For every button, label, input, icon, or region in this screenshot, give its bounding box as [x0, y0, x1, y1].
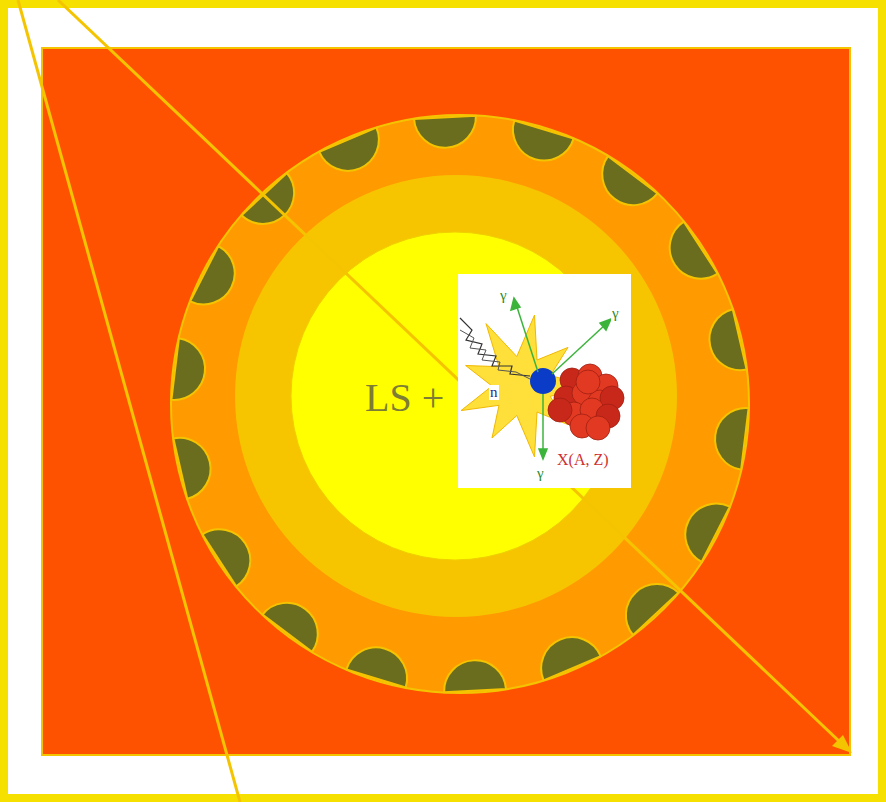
gamma-arrows — [511, 298, 611, 459]
pmt — [602, 156, 657, 205]
shield-volume — [42, 48, 850, 755]
pmt — [263, 603, 318, 652]
nucleon — [548, 398, 572, 422]
neutron-label: n — [489, 385, 499, 400]
pmt — [715, 408, 749, 470]
nucleon — [576, 370, 600, 394]
nucleus — [548, 364, 624, 440]
pmt-array — [171, 116, 748, 692]
buffer-volume — [235, 175, 677, 617]
pmt — [444, 660, 506, 692]
inset-ground — [458, 274, 631, 488]
pmt — [202, 529, 250, 586]
pmt — [171, 338, 205, 400]
pmt — [173, 438, 210, 499]
track — [18, 0, 240, 802]
muon-track — [58, 0, 840, 742]
pmt — [670, 222, 718, 279]
volume-label: LS + — [365, 378, 444, 418]
frame — [4, 4, 882, 798]
neutron-path — [460, 330, 532, 380]
pmt — [626, 584, 679, 635]
pmt — [541, 637, 601, 680]
arrowhead — [832, 735, 852, 753]
gamma-label: γ — [611, 306, 620, 321]
pmt — [346, 647, 407, 687]
pmt — [685, 504, 730, 562]
gamma-label: γ — [499, 288, 508, 303]
neutron — [530, 368, 556, 394]
nucleon — [586, 416, 610, 440]
pmt — [319, 128, 379, 171]
pmt — [709, 309, 746, 370]
gamma-label: γ — [536, 466, 545, 481]
outer-ring — [171, 115, 749, 693]
pmt — [190, 246, 235, 304]
nucleus-label: X(A, Z) — [556, 452, 610, 468]
pmt — [513, 121, 574, 161]
pmt — [414, 116, 476, 148]
